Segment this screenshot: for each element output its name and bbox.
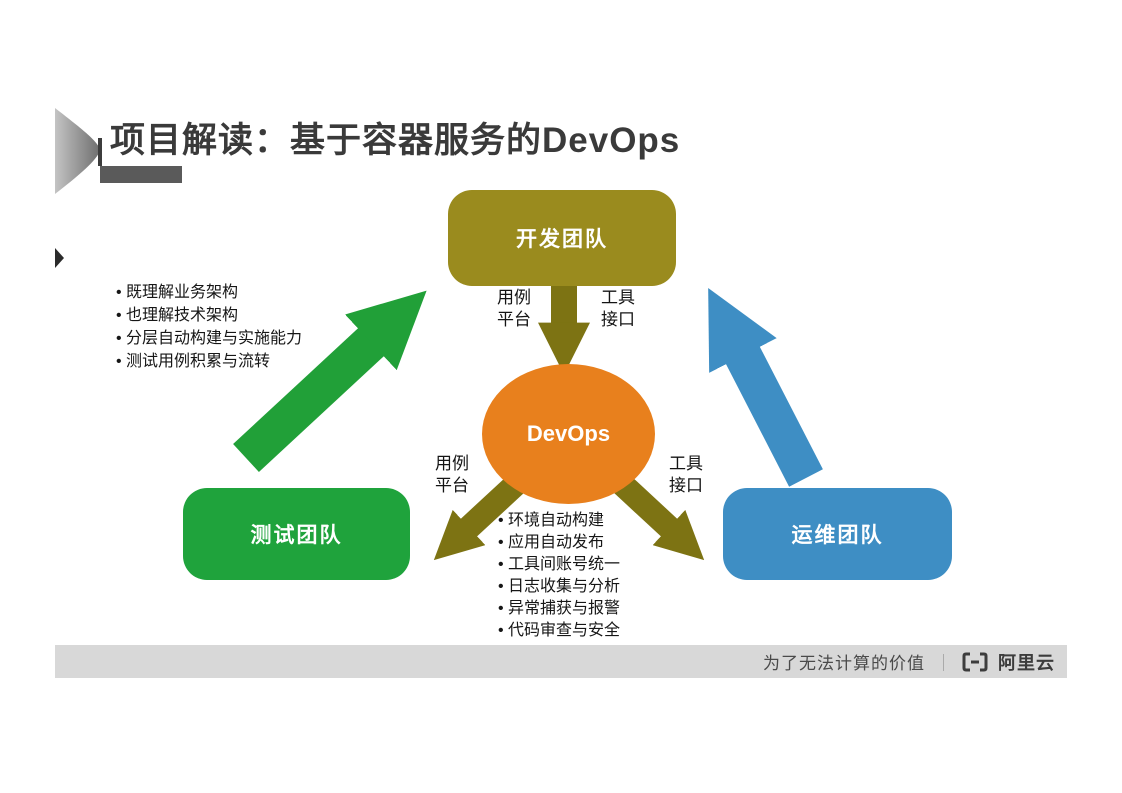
footer-separator: ｜ bbox=[935, 654, 952, 673]
arrow-devops-to-test bbox=[433, 475, 525, 561]
edge-wedge-decoration bbox=[55, 248, 64, 268]
bullet-item: 既理解业务架构 bbox=[116, 281, 416, 304]
node-dev-label: 开发团队 bbox=[516, 228, 608, 251]
bullet-item: 应用自动发布 bbox=[498, 532, 728, 554]
label-tool-interface-top: 工具 接口 bbox=[601, 288, 635, 329]
node-ops-label: 运维团队 bbox=[791, 524, 884, 547]
node-test-team: 测试团队 bbox=[183, 488, 410, 580]
bullet-item: 也理解技术架构 bbox=[116, 304, 416, 327]
label-use-case-platform-top: 用例 平台 bbox=[497, 288, 531, 329]
horn-icon bbox=[55, 108, 100, 194]
bullet-item: 环境自动构建 bbox=[498, 510, 728, 532]
bullet-item: 测试用例积累与流转 bbox=[116, 350, 416, 373]
bullet-item: 工具间账号统一 bbox=[498, 554, 728, 576]
node-test-label: 测试团队 bbox=[250, 524, 343, 547]
bullet-item: 代码审查与安全 bbox=[498, 620, 728, 642]
deco-bar bbox=[100, 166, 182, 183]
bullet-item: 异常捕获与报警 bbox=[498, 598, 728, 620]
node-ops-team: 运维团队 bbox=[723, 488, 952, 580]
aliyun-logo-icon bbox=[962, 651, 988, 673]
devops-capabilities-list: 环境自动构建应用自动发布工具间账号统一日志收集与分析异常捕获与报警代码审查与安全 bbox=[498, 510, 728, 642]
test-capabilities-list: 既理解业务架构也理解技术架构分层自动构建与实施能力测试用例积累与流转 bbox=[116, 281, 416, 373]
footer-slogan: 为了无法计算的价值 bbox=[763, 654, 925, 673]
bullet-item: 分层自动构建与实施能力 bbox=[116, 327, 416, 350]
node-dev-team: 开发团队 bbox=[448, 190, 676, 286]
slide-title: 项目解读：基于容器服务的DevOps bbox=[110, 121, 681, 160]
node-devops-label: DevOps bbox=[526, 421, 611, 446]
node-devops: DevOps bbox=[482, 364, 655, 504]
label-use-case-platform-left: 用例 平台 bbox=[435, 454, 469, 495]
footer-bar: 为了无法计算的价值 ｜ 阿里云 bbox=[55, 645, 1067, 678]
horn-tip-line bbox=[98, 138, 102, 166]
slide-template-decoration bbox=[55, 108, 182, 194]
label-tool-interface-right: 工具 接口 bbox=[669, 454, 703, 495]
bullet-item: 日志收集与分析 bbox=[498, 576, 728, 598]
footer-brand: 阿里云 bbox=[998, 652, 1055, 673]
arrow-ops-to-dev bbox=[708, 287, 823, 487]
